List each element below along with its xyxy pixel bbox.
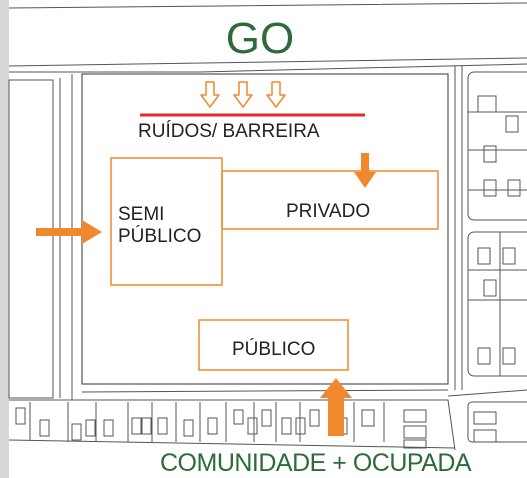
semi-public-label-line1: SEMI	[118, 204, 165, 225]
footer-caption: COMUNIDADE + OCUPADA	[160, 449, 472, 477]
noise-arrow-3-icon	[266, 81, 286, 108]
private-label: PRIVADO	[286, 201, 371, 222]
noise-arrow-2-icon	[233, 81, 253, 108]
private-zone	[221, 170, 439, 230]
entry-arrow-bottom-icon	[320, 378, 352, 436]
noise-barrier-label: RUÍDOS/ BARREIRA	[138, 121, 320, 142]
top-street	[8, 2, 527, 73]
noise-arrow-1-icon	[200, 81, 220, 108]
semi-public-label: SEMI PÚBLICO	[118, 204, 201, 248]
entry-arrow-left-icon	[36, 220, 102, 244]
right-houses	[467, 71, 527, 443]
right-street	[81, 66, 527, 397]
semi-public-label-line2: PÚBLICO	[118, 226, 202, 247]
left-edge-strip	[0, 0, 9, 478]
public-label: PÚBLICO	[232, 339, 316, 360]
noise-arrows	[200, 81, 286, 108]
entry-arrow-top-icon	[354, 153, 376, 188]
bottom-houses	[8, 399, 456, 451]
public-zone	[198, 319, 349, 371]
diagram-title: GO	[225, 14, 295, 63]
left-block	[8, 74, 73, 400]
